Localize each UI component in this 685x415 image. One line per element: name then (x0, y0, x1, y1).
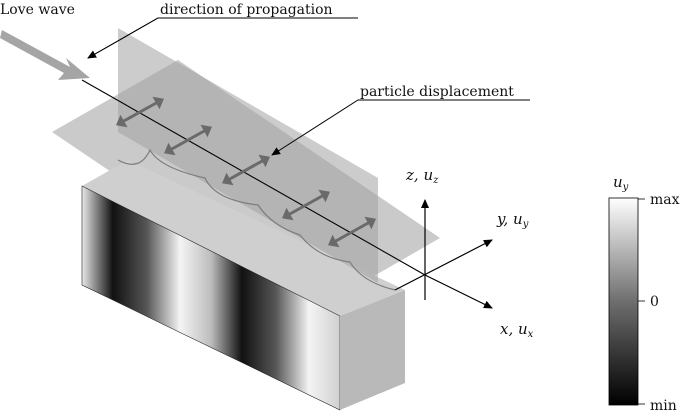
displacement-arrowhead (152, 96, 164, 110)
y-axis (394, 239, 493, 291)
displacement-arrow-1 (121, 100, 159, 124)
displacement-arrowhead (116, 114, 128, 128)
displacement-arrow-3 (227, 158, 265, 182)
displacement-arrow-5 (333, 220, 371, 244)
displacement-arrowhead (282, 207, 294, 221)
colorbar: uy max 0 min (608, 173, 680, 414)
displacement-arrowhead (222, 172, 234, 186)
block-side-face (340, 290, 405, 410)
displacement-arrowhead (164, 142, 176, 156)
y-axis-label: y, uy (496, 210, 529, 230)
displacement-arrowhead (328, 234, 340, 248)
displacement-arrowhead (318, 189, 330, 203)
displacement-arrowhead (258, 154, 270, 168)
colorbar-scale (608, 197, 639, 406)
love-wave-label: Love wave (0, 2, 75, 18)
x-axis (424, 274, 493, 309)
direction-of-propagation-label: direction of propagation (160, 2, 333, 18)
colorbar-min-label: min (650, 398, 677, 414)
x-axis-label: x, ux (500, 320, 534, 340)
particle-displacement-arrows (116, 96, 376, 248)
displacement-arrow-2 (169, 128, 207, 152)
displacement-arrowhead (200, 124, 212, 138)
colorbar-max-label: max (650, 192, 680, 208)
z-axis-label: z, uz (405, 166, 439, 186)
particle-leader-line (271, 99, 530, 156)
coordinate-axes (394, 199, 493, 309)
colorbar-zero-label: 0 (650, 294, 659, 310)
displacement-arrow-4 (287, 193, 325, 217)
colorbar-title: uy (613, 173, 629, 193)
love-wave-arrow (0, 30, 90, 80)
block-top-face (82, 160, 405, 316)
particle-displacement-label: particle displacement (360, 84, 514, 100)
vertical-plane (117, 28, 396, 291)
displacement-arrowhead (364, 216, 376, 230)
